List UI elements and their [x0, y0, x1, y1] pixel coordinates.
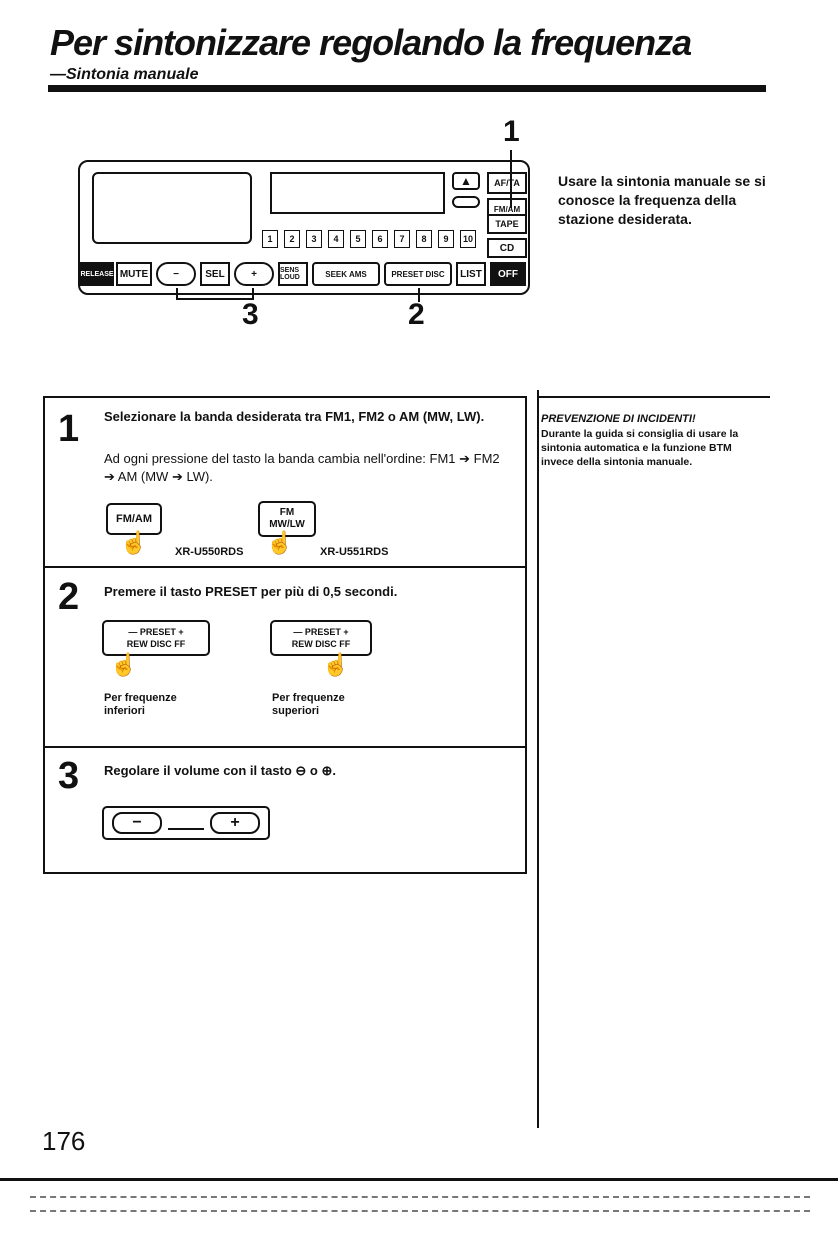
step-2-number: 2: [58, 576, 80, 618]
caption-lower-1: Per frequenze: [104, 692, 177, 704]
preset-key-right: — PRESET + REW DISC FF: [270, 620, 372, 656]
volume-plus-icon: +: [234, 262, 274, 286]
preset-key-top-label: — PRESET +: [293, 627, 349, 637]
number-key: 7: [394, 230, 410, 248]
device-mute-button: MUTE: [116, 262, 152, 286]
callout-1: 1: [503, 115, 520, 148]
device-faceplate: [78, 160, 530, 295]
device-seek-button: SEEK AMS: [312, 262, 380, 286]
scan-noise: [30, 1210, 810, 1212]
step-1-number: 1: [58, 408, 80, 450]
number-key: 9: [438, 230, 454, 248]
minus-icon: −: [112, 812, 162, 834]
fm-mwlw-key: FM MW/LW: [258, 501, 316, 537]
number-key: 6: [372, 230, 388, 248]
plus-icon: +: [210, 812, 260, 834]
caption-lower-2: inferiori: [104, 705, 145, 717]
callout-3: 3: [242, 298, 259, 331]
scan-noise: [30, 1196, 810, 1198]
warning-text: Durante la guida si consiglia di usare l…: [541, 428, 739, 468]
page-number: 176: [42, 1126, 86, 1156]
device-release-button: RELEASE: [80, 262, 114, 286]
page-subtitle: —Sintonia manuale: [50, 66, 199, 83]
step-separator: [43, 746, 527, 748]
step-3-text: Regolare il volume con il tasto ⊖ o ⊕.: [104, 763, 336, 778]
number-key: 2: [284, 230, 300, 248]
intro-text: Usare la sintonia manuale se si conosce …: [558, 173, 766, 227]
model-b-label: XR-U551RDS: [320, 546, 389, 558]
column-divider: [537, 390, 539, 1128]
callout-3-line-a: [176, 288, 178, 300]
volume-minus-icon: −: [156, 262, 196, 286]
callout-3-line-b: [176, 298, 254, 300]
preset-key-top-label: — PRESET +: [128, 627, 184, 637]
key-divider: [168, 828, 204, 830]
number-key: 10: [460, 230, 476, 248]
device-cd-button: CD: [487, 238, 527, 258]
step-2-text: Premere il tasto PRESET per più di 0,5 s…: [104, 584, 398, 599]
caption-upper-1: Per frequenze: [272, 692, 345, 704]
device-preset-button: PRESET DISC: [384, 262, 452, 286]
number-key: 5: [350, 230, 366, 248]
warning-title: PREVENZIONE DI INCIDENTI!: [541, 413, 696, 425]
number-key: 4: [328, 230, 344, 248]
device-tape-button: TAPE: [487, 214, 527, 234]
callout-2: 2: [408, 298, 425, 331]
pointing-hand-icon: ☝: [266, 530, 294, 555]
device-list-button: LIST: [456, 262, 486, 286]
number-key: 8: [416, 230, 432, 248]
device-sens-button: SENS LOUD: [278, 262, 308, 286]
step-separator: [43, 566, 527, 568]
callout-3-line-c: [252, 288, 254, 300]
device-sel-button: SEL: [200, 262, 230, 286]
eject-icon: ▲: [452, 172, 480, 190]
step-3-number: 3: [58, 755, 80, 797]
bottom-rule: [0, 1178, 838, 1181]
warning-rule: [538, 396, 770, 398]
pointing-hand-icon: ☝: [110, 652, 138, 677]
pointing-hand-icon: ☝: [120, 530, 148, 555]
number-key: 3: [306, 230, 322, 248]
volume-key-group: − +: [102, 806, 270, 840]
fm-key-top-label: FM: [279, 507, 295, 518]
callout-2-line: [418, 288, 420, 302]
steps-box: [43, 396, 527, 874]
device-oval-button: [452, 196, 480, 208]
device-off-button: OFF: [490, 262, 526, 286]
caption-upper-2: superiori: [272, 705, 320, 717]
device-display-right: [270, 172, 445, 214]
title-rule: [48, 85, 766, 92]
model-a-label: XR-U550RDS: [175, 546, 244, 558]
page-title: Per sintonizzare regolando la frequenza: [50, 22, 692, 63]
preset-key-bottom-label: REW DISC FF: [291, 639, 351, 649]
callout-1-line: [510, 150, 512, 208]
pointing-hand-icon: ☝: [322, 652, 350, 677]
device-display-left: [92, 172, 252, 244]
step-1-text-1: Selezionare la banda desiderata tra FM1,…: [104, 409, 485, 424]
preset-key-left: — PRESET + REW DISC FF: [102, 620, 210, 656]
device-apta-button: AF/TA: [487, 172, 527, 194]
number-key: 1: [262, 230, 278, 248]
preset-key-bottom-label: REW DISC FF: [126, 639, 186, 649]
fmam-key: FM/AM: [106, 503, 162, 535]
fm-key-bottom-label: MW/LW: [269, 519, 305, 530]
step-1-text-2: Ad ogni pressione del tasto la banda cam…: [104, 451, 500, 484]
